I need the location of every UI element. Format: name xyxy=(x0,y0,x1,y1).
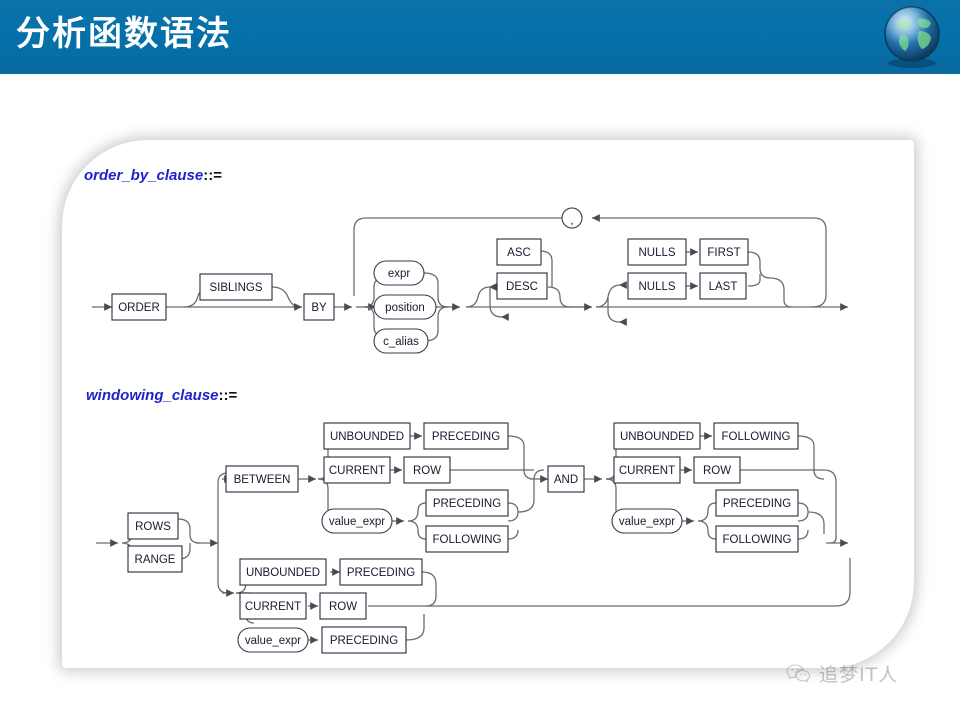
svg-text:PRECEDING: PRECEDING xyxy=(433,498,501,510)
node-and[interactable]: AND xyxy=(547,465,585,493)
windowing-clause-label: windowing_clause::= xyxy=(86,387,238,404)
node-and-following-2[interactable]: FOLLOWING xyxy=(715,525,799,553)
node-simple-current[interactable]: CURRENT xyxy=(239,592,307,620)
svg-text:RANGE: RANGE xyxy=(135,554,176,566)
order-by-clause-label: order_by_clause::= xyxy=(84,167,222,184)
node-between-current[interactable]: CURRENT xyxy=(323,456,391,484)
comma-label: , xyxy=(570,215,573,227)
node-c-alias[interactable]: c_alias xyxy=(373,328,429,354)
svg-text:CURRENT: CURRENT xyxy=(619,465,675,477)
svg-text:ROW: ROW xyxy=(703,465,731,477)
node-and-current[interactable]: CURRENT xyxy=(613,456,681,484)
node-nulls-last[interactable]: NULLS xyxy=(627,272,687,300)
svg-text:value_expr: value_expr xyxy=(329,516,385,528)
svg-text:CURRENT: CURRENT xyxy=(329,465,385,477)
svg-text:FOLLOWING: FOLLOWING xyxy=(432,534,501,546)
comma-node xyxy=(561,207,583,229)
node-between-following-2[interactable]: FOLLOWING xyxy=(425,525,509,553)
node-simple-value-expr[interactable]: value_expr xyxy=(237,627,309,653)
content-panel xyxy=(62,140,914,668)
svg-text:UNBOUNDED: UNBOUNDED xyxy=(246,567,320,579)
svg-text:ROWS: ROWS xyxy=(135,521,171,533)
node-between-unbounded[interactable]: UNBOUNDED xyxy=(323,422,411,450)
node-between-preceding-2[interactable]: PRECEDING xyxy=(425,489,509,517)
svg-text:AND: AND xyxy=(554,474,578,486)
svg-text:FOLLOWING: FOLLOWING xyxy=(721,431,790,443)
svg-text:FOLLOWING: FOLLOWING xyxy=(722,534,791,546)
svg-text:UNBOUNDED: UNBOUNDED xyxy=(330,431,404,443)
svg-text:NULLS: NULLS xyxy=(638,247,675,259)
node-simple-row[interactable]: ROW xyxy=(319,592,367,620)
node-between-preceding[interactable]: PRECEDING xyxy=(423,422,509,450)
svg-text:UNBOUNDED: UNBOUNDED xyxy=(620,431,694,443)
node-and-preceding[interactable]: PRECEDING xyxy=(715,489,799,517)
svg-text:BY: BY xyxy=(311,302,327,314)
order-by-rails: , xyxy=(92,207,848,342)
node-desc[interactable]: DESC xyxy=(496,272,548,300)
node-simple-unbounded[interactable]: UNBOUNDED xyxy=(239,558,327,586)
node-nulls-first[interactable]: NULLS xyxy=(627,238,687,266)
node-rows[interactable]: ROWS xyxy=(127,512,179,540)
svg-text:PRECEDING: PRECEDING xyxy=(330,635,398,647)
page-title: 分析函数语法 xyxy=(16,14,232,54)
svg-text:BETWEEN: BETWEEN xyxy=(234,474,291,486)
svg-text:NULLS: NULLS xyxy=(638,281,675,293)
svg-text:PRECEDING: PRECEDING xyxy=(347,567,415,579)
node-between-row[interactable]: ROW xyxy=(403,456,451,484)
node-and-row[interactable]: ROW xyxy=(693,456,741,484)
svg-text:FIRST: FIRST xyxy=(707,247,740,259)
slide-header: 分析函数语法 xyxy=(0,0,960,74)
svg-text:ORDER: ORDER xyxy=(118,302,160,314)
svg-text:position: position xyxy=(385,302,425,314)
svg-text:value_expr: value_expr xyxy=(245,635,301,647)
watermark: 追梦IT人 xyxy=(786,660,898,687)
node-between-value-expr[interactable]: value_expr xyxy=(321,508,393,534)
svg-text:DESC: DESC xyxy=(506,281,538,293)
node-position[interactable]: position xyxy=(373,294,437,320)
node-and-unbounded[interactable]: UNBOUNDED xyxy=(613,422,701,450)
node-simple-preceding-2[interactable]: PRECEDING xyxy=(321,626,407,654)
globe-icon xyxy=(884,6,940,68)
node-and-following[interactable]: FOLLOWING xyxy=(713,422,799,450)
svg-text:c_alias: c_alias xyxy=(383,336,419,348)
svg-text:value_expr: value_expr xyxy=(619,516,675,528)
node-last[interactable]: LAST xyxy=(699,272,747,300)
node-order[interactable]: ORDER xyxy=(111,293,167,321)
node-range[interactable]: RANGE xyxy=(127,545,183,573)
node-simple-preceding[interactable]: PRECEDING xyxy=(339,558,423,586)
wechat-icon xyxy=(786,663,811,683)
node-between[interactable]: BETWEEN xyxy=(225,465,299,493)
svg-text:ROW: ROW xyxy=(413,465,441,477)
node-expr[interactable]: expr xyxy=(373,260,425,286)
windowing-nodes: ROWS RANGE BETWEEN AND UNBOUNDED PRECEDI… xyxy=(127,422,799,654)
node-by[interactable]: BY xyxy=(303,293,335,321)
order-by-nodes: ORDER SIBLINGS BY expr position c_alias … xyxy=(111,238,749,354)
svg-text:LAST: LAST xyxy=(709,281,738,293)
svg-text:expr: expr xyxy=(388,268,411,280)
svg-text:PRECEDING: PRECEDING xyxy=(432,431,500,443)
node-first[interactable]: FIRST xyxy=(699,238,749,266)
watermark-text: 追梦IT人 xyxy=(819,664,899,686)
node-and-value-expr[interactable]: value_expr xyxy=(611,508,683,534)
node-asc[interactable]: ASC xyxy=(496,238,542,266)
svg-text:ROW: ROW xyxy=(329,601,357,613)
svg-text:PRECEDING: PRECEDING xyxy=(723,498,791,510)
svg-text:ASC: ASC xyxy=(507,247,531,259)
svg-text:SIBLINGS: SIBLINGS xyxy=(209,282,262,294)
node-siblings[interactable]: SIBLINGS xyxy=(199,273,273,301)
svg-text:CURRENT: CURRENT xyxy=(245,601,301,613)
